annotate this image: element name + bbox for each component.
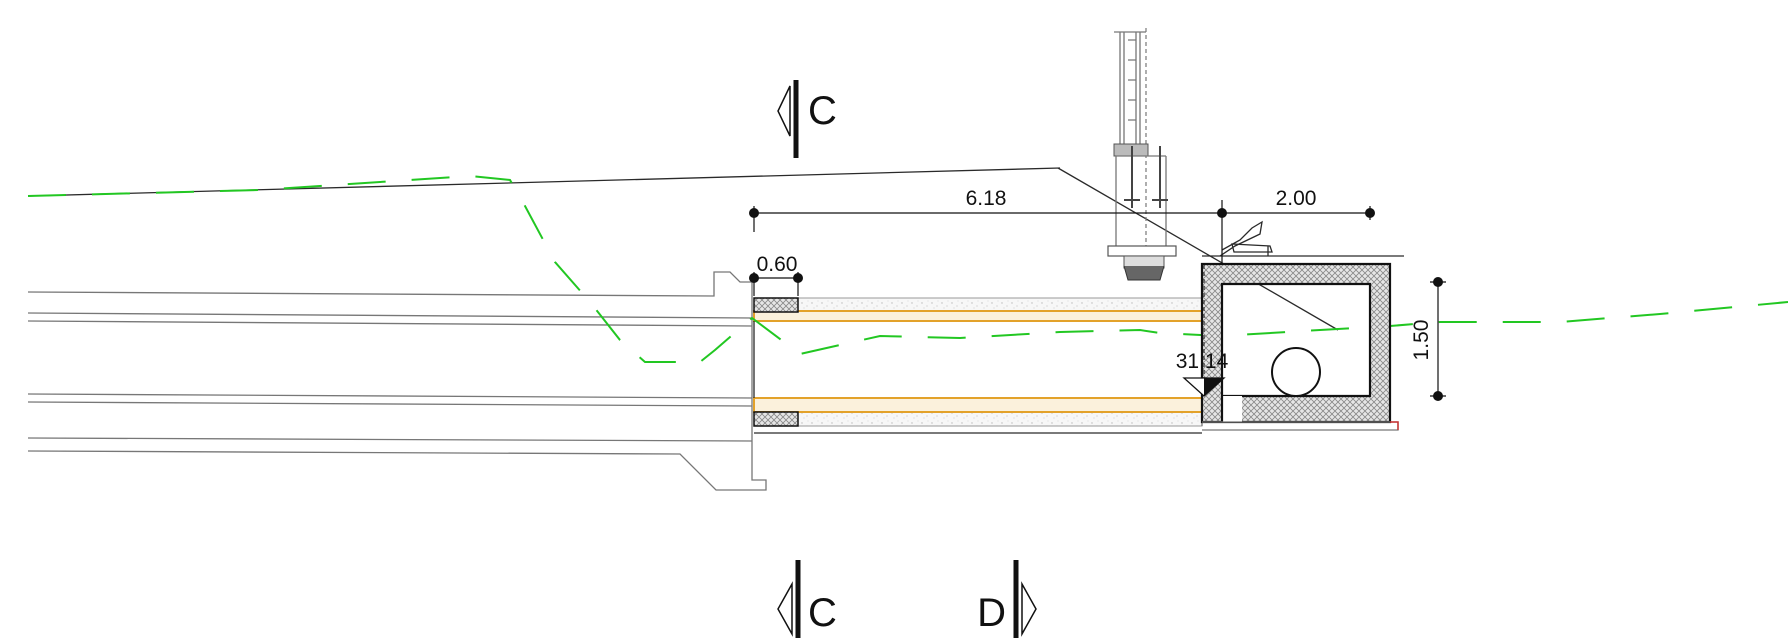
elevation-label: 31.14 [1176,350,1229,373]
dimension-height [1430,277,1446,401]
section-letter-top-left: C [808,89,837,133]
headwall-top [753,297,799,313]
culvert-pipe [753,297,1223,434]
dimension-wall [749,272,803,296]
elevation-marker [1182,265,1226,397]
embankment-diagonal [1057,167,1339,331]
fence-post [1107,28,1177,281]
dim-label-box-height: 1.50 [1410,320,1433,361]
section-letter-bottom-right: D [977,591,1006,635]
section-mark-bottom-right: D [977,560,1037,638]
section-mark-bottom-left: C [777,560,837,638]
dim-label-length-box: 2.00 [1276,187,1317,210]
section-letter-bottom-left: C [808,591,837,635]
dimension-top [749,200,1375,264]
chamber-cover-hinge [1219,220,1273,257]
dim-label-wall-thickness: 0.60 [757,253,798,276]
embankment-slope-line [29,167,1061,197]
pipe-cover-bottom [797,411,1203,427]
pipe-wall-bottom [753,397,1223,413]
chamber-box [1200,255,1404,431]
headwall-bottom [753,411,799,427]
dim-label-length-main: 6.18 [966,187,1007,210]
ground-line [27,174,1788,363]
existing-structure-left [27,271,767,491]
pipe-cover-top [797,297,1203,313]
pipe-wall-top [753,310,1223,322]
section-mark-top-left: C [777,80,837,158]
pipe-outlet-circle [1271,347,1321,397]
